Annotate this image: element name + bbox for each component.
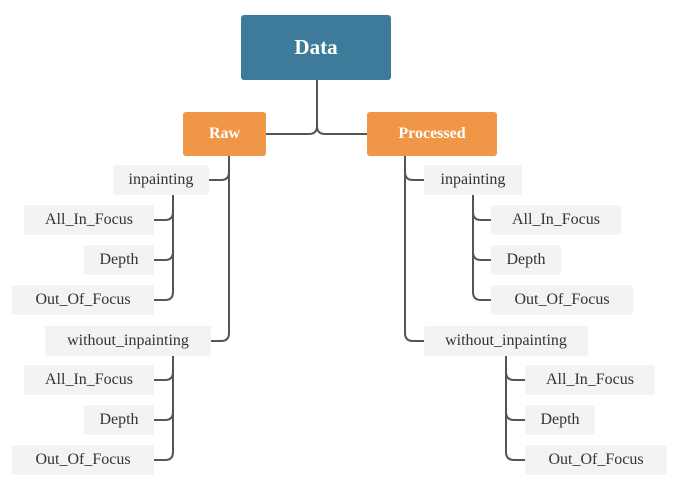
processed-without-inpainting-all-in-focus-node: All_In_Focus	[525, 365, 655, 395]
processed-inpainting-node: inpainting	[424, 165, 522, 195]
processed-without-inpainting-depth-node: Depth	[525, 405, 595, 435]
raw-without-inpainting-leaves-connector	[154, 341, 174, 461]
root-node-data: Data	[241, 15, 391, 80]
raw-without-inpainting-node: without_inpainting	[45, 326, 211, 356]
processed-without-inpainting-leaves-connector	[505, 341, 525, 461]
category-node-processed: Processed	[367, 112, 497, 156]
raw-children-connector	[209, 134, 230, 342]
processed-children-connector	[404, 134, 424, 342]
processed-inpainting-all-in-focus-node: All_In_Focus	[491, 205, 621, 235]
raw-without-inpainting-all-in-focus-node: All_In_Focus	[24, 365, 154, 395]
raw-inpainting-depth-node: Depth	[84, 245, 154, 275]
raw-without-inpainting-out-of-focus-node: Out_Of_Focus	[12, 445, 154, 475]
raw-inpainting-node: inpainting	[113, 165, 209, 195]
root-to-categories-connector	[266, 80, 367, 135]
raw-inpainting-all-in-focus-node: All_In_Focus	[24, 205, 154, 235]
raw-without-inpainting-depth-node: Depth	[84, 405, 154, 435]
processed-inpainting-out-of-focus-node: Out_Of_Focus	[491, 285, 633, 315]
category-node-raw: Raw	[183, 112, 266, 156]
raw-inpainting-leaves-connector	[154, 180, 174, 301]
processed-inpainting-depth-node: Depth	[491, 245, 561, 275]
raw-inpainting-out-of-focus-node: Out_Of_Focus	[12, 285, 154, 315]
processed-inpainting-leaves-connector	[472, 180, 491, 301]
processed-without-inpainting-node: without_inpainting	[424, 326, 588, 356]
processed-without-inpainting-out-of-focus-node: Out_Of_Focus	[525, 445, 667, 475]
